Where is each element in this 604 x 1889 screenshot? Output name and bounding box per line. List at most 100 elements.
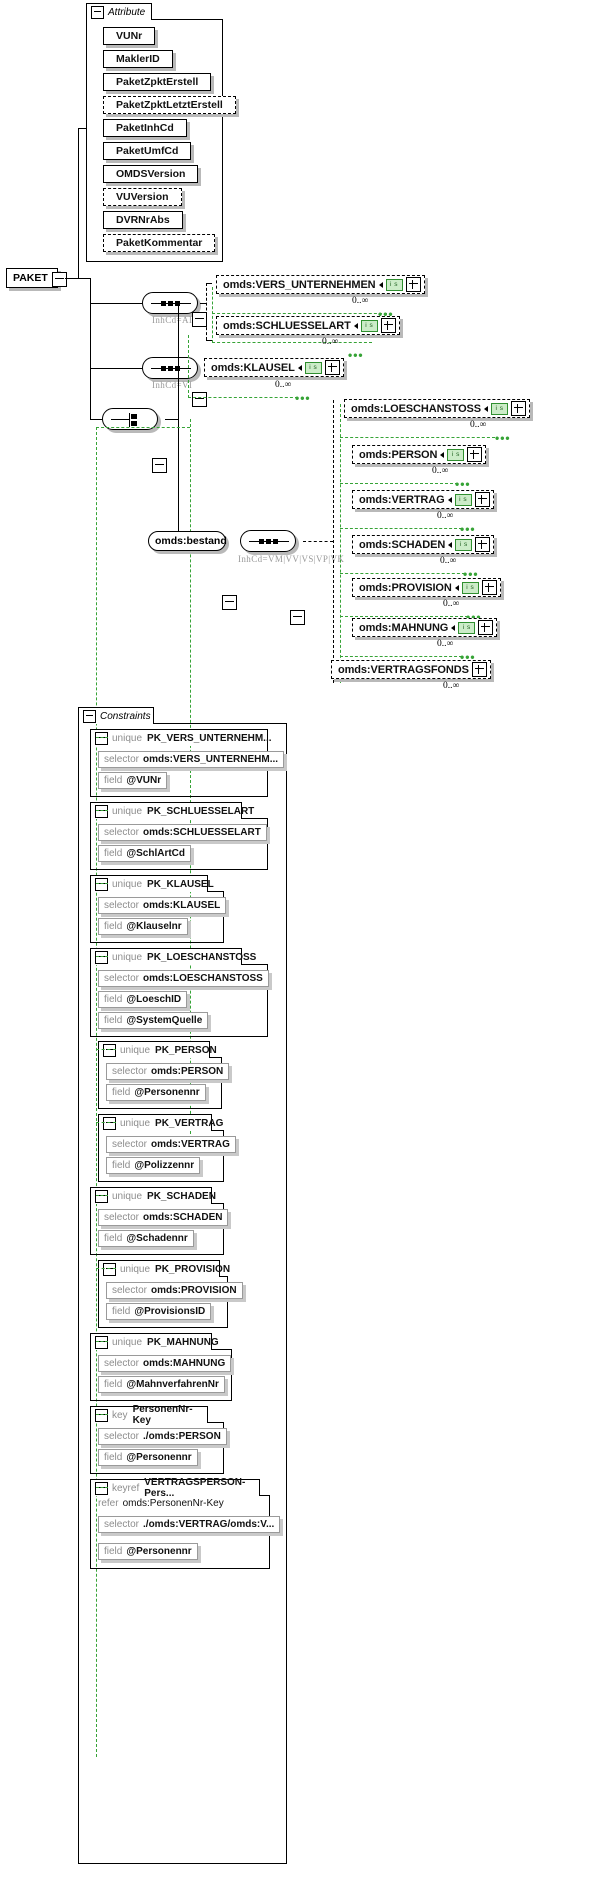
expand-icon[interactable]: [475, 537, 491, 552]
attribute-vunr[interactable]: VUNr: [103, 27, 156, 45]
ai-group-top: [206, 283, 212, 284]
constraint-field-row[interactable]: field@Klauselnr: [98, 918, 188, 935]
constraint-name: PK_KLAUSEL: [147, 878, 214, 890]
attribute-paketinhcd[interactable]: PaketInhCd: [103, 119, 187, 137]
compositor-bestand-collapse-icon[interactable]: [290, 610, 305, 625]
constraint-field-row[interactable]: field@Schadennr: [98, 1230, 194, 1247]
compositor-sequence-ai[interactable]: [142, 292, 198, 314]
attribute-paketzpktletzterstell[interactable]: PaketZpktLetztErstell: [103, 96, 236, 114]
row-value: @MahnverfahrenNr: [126, 1379, 219, 1390]
expand-icon[interactable]: [324, 360, 340, 375]
element-loeschanstoss[interactable]: omds:LOESCHANSTOSS i s: [344, 399, 531, 418]
element-vertrag[interactable]: omds:VERTRAG i s: [352, 490, 494, 509]
constraint-green-link: [96, 1341, 108, 1342]
constraint-field-row[interactable]: field@Polizzennr: [106, 1157, 201, 1174]
collapse-icon[interactable]: [103, 1116, 116, 1130]
constraint-selector-row[interactable]: selector./omds:VERTRAG/omds:V...: [98, 1516, 281, 1533]
collapse-icon[interactable]: [95, 731, 108, 745]
collapse-icon[interactable]: [95, 950, 108, 964]
element-person[interactable]: omds:PERSON i s: [352, 445, 487, 464]
bestand-collapse-icon[interactable]: [222, 595, 237, 610]
attribute-omdsversion[interactable]: OMDSVersion: [103, 165, 199, 183]
expand-icon[interactable]: [478, 620, 494, 635]
collapse-icon[interactable]: [95, 1189, 108, 1203]
attribute-paketumfcd[interactable]: PaketUmfCd: [103, 142, 192, 160]
collapse-icon[interactable]: [95, 877, 108, 891]
element-provision[interactable]: omds:PROVISION i s: [352, 578, 501, 597]
compositor-vi-collapse-icon[interactable]: [192, 392, 207, 407]
element-mahnung[interactable]: omds:MAHNUNG i s: [352, 618, 498, 637]
attribute-paketzpkterstell[interactable]: PaketZpktErstell: [103, 73, 212, 91]
expand-icon[interactable]: [511, 401, 527, 416]
row-key: selector: [112, 1139, 148, 1150]
constraint-field-row[interactable]: field@LoeschID: [98, 991, 188, 1008]
collapse-icon[interactable]: [95, 1408, 108, 1422]
constraint-field-row[interactable]: field@VUNr: [98, 772, 168, 789]
expand-icon[interactable]: [405, 277, 421, 292]
expand-icon[interactable]: [380, 318, 396, 333]
expand-icon[interactable]: [474, 492, 490, 507]
row-value: omds:MAHNUNG: [143, 1358, 226, 1369]
collapse-icon[interactable]: [103, 1262, 116, 1276]
row-key: selector: [104, 1212, 140, 1223]
constraint-field-row[interactable]: field@MahnverfahrenNr: [98, 1376, 225, 1393]
collapse-icon[interactable]: [95, 804, 108, 818]
expand-icon[interactable]: [481, 580, 497, 595]
constraint-selector-row[interactable]: selector./omds:PERSON: [98, 1428, 227, 1445]
constraint-field-row[interactable]: field@SystemQuelle: [98, 1012, 209, 1029]
constraint-green-link: [96, 883, 108, 884]
constraint-field-row[interactable]: field@Personennr: [106, 1084, 206, 1101]
constraint-pk-vers-unternehmen-body: [90, 745, 268, 797]
compositor-sequence-bestand[interactable]: [240, 530, 296, 552]
element-schluesselart[interactable]: omds:SCHLUESSELART i s: [216, 316, 400, 335]
collapse-icon[interactable]: [91, 5, 104, 19]
row-key: field: [112, 1160, 131, 1171]
compositor-choice-collapse-icon[interactable]: [152, 458, 167, 473]
attribute-maklerid[interactable]: MaklerID: [103, 50, 173, 68]
constraints-frame-tab[interactable]: Constraints: [78, 707, 154, 724]
collapse-icon[interactable]: [95, 1335, 108, 1349]
root-collapse-icon[interactable]: [52, 272, 67, 287]
constraint-field-row[interactable]: field@Personennr: [98, 1449, 198, 1466]
attribute-dvrnrabs[interactable]: DVRNrAbs: [103, 211, 183, 229]
collapse-icon[interactable]: [95, 1481, 108, 1495]
collapse-icon[interactable]: [103, 1043, 116, 1057]
compositor-sequence-vi[interactable]: [142, 357, 198, 379]
expand-icon[interactable]: [467, 447, 483, 462]
constraint-kind: unique: [112, 1336, 143, 1348]
attribute-frame-tab[interactable]: Attribute: [86, 3, 152, 20]
attribute-vuversion[interactable]: VUVersion: [103, 188, 182, 206]
element-klausel[interactable]: omds:KLAUSEL i s: [204, 358, 344, 377]
compositor-ai-collapse-icon[interactable]: [192, 312, 207, 327]
element-schaden[interactable]: omds:SCHADEN i s: [352, 535, 495, 554]
root-element-paket[interactable]: PAKET: [6, 268, 58, 288]
attribute-paketkommentar[interactable]: PaketKommentar: [103, 234, 216, 252]
expand-icon[interactable]: [471, 662, 487, 677]
compositor-choice-root[interactable]: [102, 408, 158, 430]
constraint-field-row[interactable]: field@ProvisionsID: [106, 1303, 212, 1320]
collapse-icon[interactable]: [83, 709, 96, 723]
element-vertragsfonds[interactable]: omds:VERTRAGSFONDS: [331, 660, 491, 679]
constraint-field-row[interactable]: field@SchlArtCd: [98, 845, 192, 862]
element-vers-unternehmen[interactable]: omds:VERS_UNTERNEHMEN i s: [216, 275, 425, 294]
element-bestand[interactable]: omds:bestand: [148, 531, 227, 551]
constraint-field-row[interactable]: field@Personennr: [98, 1543, 198, 1560]
